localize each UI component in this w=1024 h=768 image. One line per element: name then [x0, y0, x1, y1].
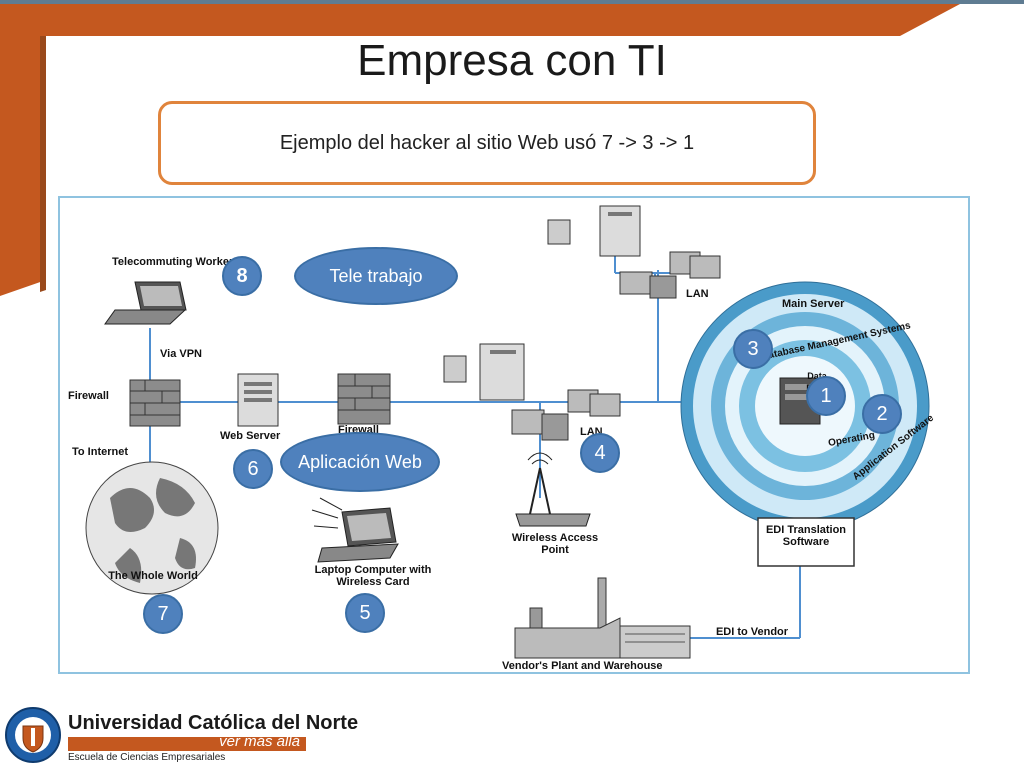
wireless-laptop-icon — [311, 497, 399, 563]
label-to-internet: To Internet — [72, 446, 129, 458]
label-edi-to-vendor: EDI to Vendor — [715, 626, 789, 638]
callout-tele-trabajo: Tele trabajo — [294, 247, 458, 305]
edi-translation-box — [757, 517, 855, 567]
university-seal-icon — [5, 707, 61, 763]
subtitle-text: Ejemplo del hacker al sitio Web usó 7 ->… — [279, 131, 695, 154]
label-wireless-access-point: Wireless Access Point — [511, 532, 599, 556]
label-telecommuting-worker: Telecommuting Worker — [112, 256, 234, 268]
telecommuting-laptop-icon — [104, 281, 187, 325]
callout-3: 3 — [733, 329, 773, 369]
callout-1: 1 — [806, 376, 846, 416]
school-name: Escuela de Ciencias Empresariales — [68, 752, 226, 763]
vendor-plant-icon — [514, 577, 691, 659]
callout-aplicacion-web: Aplicación Web — [280, 432, 440, 492]
globe-icon — [85, 461, 219, 595]
callout-6: 6 — [233, 449, 273, 489]
lan-top-icon — [547, 205, 721, 299]
label-main-server: Main Server — [782, 298, 845, 310]
subtitle-box: Ejemplo del hacker al sitio Web usó 7 ->… — [158, 101, 816, 185]
label-laptop-wireless: Laptop Computer with Wireless Card — [314, 564, 432, 588]
network-diagram: Telecommuting Worker Via VPN Firewall To… — [58, 196, 970, 674]
label-firewall-left: Firewall — [68, 390, 109, 402]
label-vendor-plant: Vendor's Plant and Warehouse — [502, 660, 663, 672]
label-edi-translation: EDI Translation Software — [765, 524, 847, 548]
label-lan-top: LAN — [686, 288, 709, 300]
firewall-left-icon — [129, 379, 181, 427]
label-whole-world: The Whole World — [108, 570, 198, 582]
firewall-right-icon — [337, 373, 391, 425]
callout-7: 7 — [143, 594, 183, 634]
diagram-graphics — [85, 205, 930, 659]
label-web-server: Web Server — [220, 430, 281, 442]
motto-bar — [68, 737, 306, 751]
slide-title: Empresa con TI — [357, 36, 667, 85]
university-name: Universidad Católica del Norte — [68, 712, 359, 734]
server-rings — [680, 281, 930, 531]
web-server-icon — [237, 373, 279, 427]
callout-5: 5 — [345, 593, 385, 633]
callout-4: 4 — [580, 433, 620, 473]
callout-8: 8 — [222, 256, 262, 296]
callout-2: 2 — [862, 394, 902, 434]
decorative-orange-banner — [0, 0, 1024, 296]
wireless-access-point-icon — [515, 452, 591, 527]
label-via-vpn: Via VPN — [160, 348, 202, 360]
lan-mid-icon — [443, 343, 621, 441]
motto-text: ver más allá — [219, 733, 300, 750]
